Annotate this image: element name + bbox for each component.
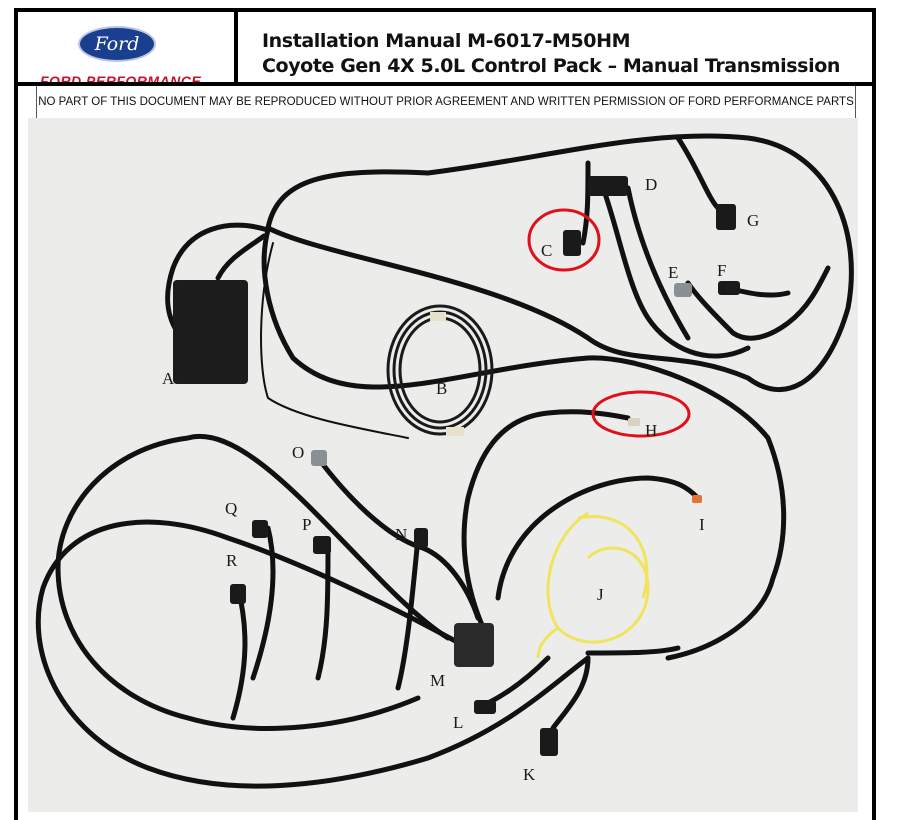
label-c: C xyxy=(541,241,552,260)
label-k: K xyxy=(523,765,536,784)
logo-cell: Ford FORD PERFORMANCE xyxy=(18,12,238,82)
label-p: P xyxy=(302,515,311,534)
connector-n-body xyxy=(414,528,428,548)
highlight-ring-h xyxy=(591,390,691,438)
label-g: G xyxy=(747,211,759,230)
manual-subtitle: Coyote Gen 4X 5.0L Control Pack – Manual… xyxy=(262,55,840,77)
connector-labels: A B C D E F G H I J K L M N O P Q R xyxy=(162,175,759,784)
manual-title: Installation Manual M-6017-M50HM xyxy=(262,30,631,52)
copyright-notice: NO PART OF THIS DOCUMENT MAY BE REPRODUC… xyxy=(36,86,856,118)
connector-p-body xyxy=(313,536,331,554)
label-i: I xyxy=(699,515,705,534)
connector-f-body xyxy=(718,281,740,295)
connector-m-body xyxy=(454,623,494,667)
connector-c-body xyxy=(563,230,581,256)
connector-o-body xyxy=(311,450,327,466)
harness-cables xyxy=(35,133,854,789)
label-a: A xyxy=(162,369,175,388)
highlight-ring-c xyxy=(527,208,601,272)
label-r: R xyxy=(226,551,238,570)
label-f: F xyxy=(717,261,726,280)
ford-performance-wordmark: FORD PERFORMANCE xyxy=(40,73,202,82)
connector-e-body xyxy=(674,283,692,297)
connector-q-body xyxy=(252,520,268,538)
header-row xyxy=(14,8,876,86)
connector-k-body xyxy=(540,728,558,756)
label-h: H xyxy=(645,421,657,440)
label-q: Q xyxy=(225,499,237,518)
ford-oval-logo: Ford xyxy=(78,26,156,62)
connector-l-body xyxy=(474,700,496,714)
connector-d-body xyxy=(588,176,628,196)
label-m: M xyxy=(430,671,445,690)
page-frame xyxy=(14,8,876,820)
label-j: J xyxy=(597,585,604,604)
label-o: O xyxy=(292,443,304,462)
connector-h-body xyxy=(628,418,640,426)
loom-j xyxy=(536,511,650,659)
coil-b xyxy=(386,304,494,436)
coil-tag-bottom xyxy=(446,427,464,436)
connector-i-tip xyxy=(692,495,702,503)
label-e: E xyxy=(668,263,678,282)
label-n: N xyxy=(395,525,407,544)
label-d: D xyxy=(645,175,657,194)
connector-g-body xyxy=(716,204,736,230)
connector-a-body xyxy=(173,280,248,384)
coil-tag-top xyxy=(430,312,446,321)
label-b: B xyxy=(436,379,447,398)
connector-bodies xyxy=(173,176,740,756)
connector-r-body xyxy=(230,584,246,604)
label-l: L xyxy=(453,713,463,732)
harness-photo: A B C D E F G H I J K L M N O P Q R xyxy=(28,118,858,812)
harness-illustration: A B C D E F G H I J K L M N O P Q R xyxy=(35,133,854,789)
